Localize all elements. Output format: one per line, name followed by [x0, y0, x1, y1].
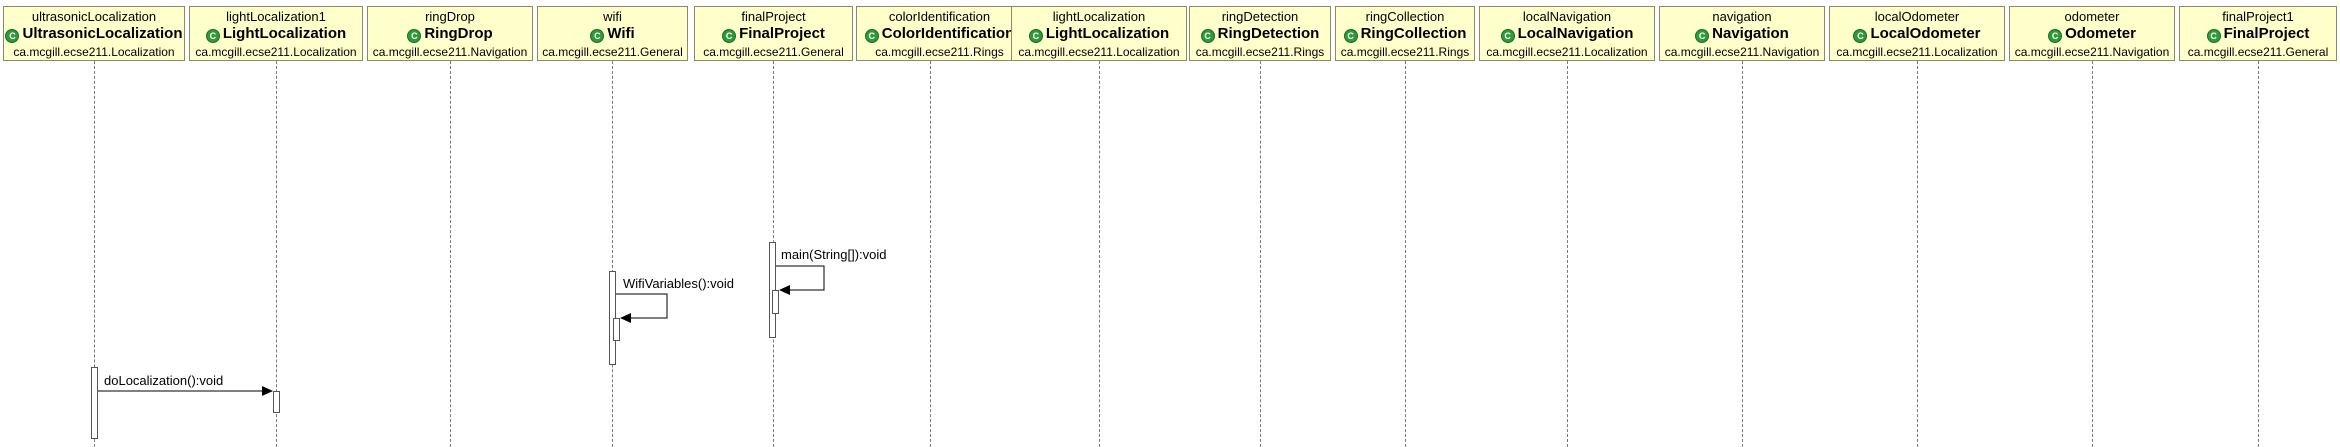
- class-icon: C: [1343, 29, 1358, 43]
- package-name: ca.mcgill.ecse211.General: [703, 45, 844, 59]
- package-name: ca.mcgill.ecse211.Navigation: [372, 45, 528, 59]
- lifeline-line: [94, 61, 95, 447]
- class-icon: C: [1500, 29, 1515, 43]
- instance-name: ringDrop: [425, 9, 475, 24]
- package-name: ca.mcgill.ecse211.Localization: [195, 45, 357, 59]
- message-label-dolocalization: doLocalization():void: [104, 373, 224, 388]
- lifeline-line: [1405, 61, 1406, 447]
- class-icon: C: [2048, 29, 2063, 43]
- instance-name: lightLocalization: [1052, 9, 1146, 24]
- instance-name: finalProject1: [2222, 9, 2294, 24]
- activation-bar-ultrasonicLocalization[interactable]: [91, 367, 98, 439]
- activation-bar-wifi-nested[interactable]: [613, 318, 620, 341]
- activation-bar-lightLocalization1[interactable]: [273, 391, 280, 413]
- message-label-wifivariables: WifiVariables():void: [623, 276, 735, 291]
- instance-name: finalProject: [741, 9, 806, 24]
- package-name: ca.mcgill.ecse211.Localization: [1836, 45, 1998, 59]
- class-icon: C: [1028, 29, 1043, 43]
- message-arrow-wifivariables[interactable]: [616, 293, 668, 323]
- lifeline-line: [450, 61, 451, 447]
- lifeline-line: [930, 61, 931, 447]
- package-name: ca.mcgill.ecse211.General: [2187, 45, 2329, 59]
- class-icon: C: [407, 29, 422, 43]
- package-name: ca.mcgill.ecse211.General: [542, 45, 683, 59]
- package-name: ca.mcgill.ecse211.Localization: [1486, 45, 1648, 59]
- package-name: ca.mcgill.ecse211.Rings: [1195, 45, 1325, 59]
- package-name: ca.mcgill.ecse211.Navigation: [1664, 45, 1820, 59]
- instance-name: localNavigation: [1522, 9, 1612, 24]
- lifeline-line: [612, 61, 613, 447]
- package-name: ca.mcgill.ecse211.Localization: [13, 45, 175, 59]
- class-icon: C: [205, 29, 220, 43]
- instance-name: ringCollection: [1365, 9, 1445, 24]
- lifeline-line: [2092, 61, 2093, 447]
- instance-name: odometer: [2064, 9, 2120, 24]
- class-icon: C: [590, 29, 605, 43]
- lifeline-line: [1917, 61, 1918, 447]
- class-icon: C: [722, 29, 737, 43]
- package-name: ca.mcgill.ecse211.Navigation: [2014, 45, 2170, 59]
- lifeline-line: [1567, 61, 1568, 447]
- class-icon: C: [5, 29, 20, 43]
- class-icon: C: [1695, 29, 1710, 43]
- class-icon: C: [2206, 29, 2221, 43]
- package-name: ca.mcgill.ecse211.Rings: [875, 45, 1004, 59]
- instance-name: ringDetection: [1221, 9, 1299, 24]
- lifeline-line: [276, 61, 277, 447]
- activation-bar-finalProject-nested[interactable]: [772, 290, 779, 314]
- lifeline-line: [1742, 61, 1743, 447]
- class-icon: C: [1853, 29, 1868, 43]
- class-icon: C: [1200, 29, 1215, 43]
- instance-name: wifi: [603, 9, 622, 24]
- instance-name: navigation: [1712, 9, 1772, 24]
- package-name: ca.mcgill.ecse211.Localization: [1018, 45, 1180, 59]
- message-arrow-main[interactable]: [776, 265, 825, 295]
- package-name: ca.mcgill.ecse211.Rings: [1340, 45, 1470, 59]
- instance-name: ultrasonicLocalization: [31, 9, 157, 24]
- instance-name: colorIdentification: [888, 9, 991, 24]
- message-label-main: main(String[]):void: [781, 247, 887, 262]
- instance-name: lightLocalization1: [226, 9, 326, 24]
- class-icon: C: [864, 29, 879, 43]
- lifeline-line: [1099, 61, 1100, 447]
- instance-name: localOdometer: [1874, 9, 1960, 24]
- lifeline-line: [2258, 61, 2259, 447]
- lifeline-line: [1260, 61, 1261, 447]
- message-arrow-dolocalization[interactable]: [98, 386, 273, 396]
